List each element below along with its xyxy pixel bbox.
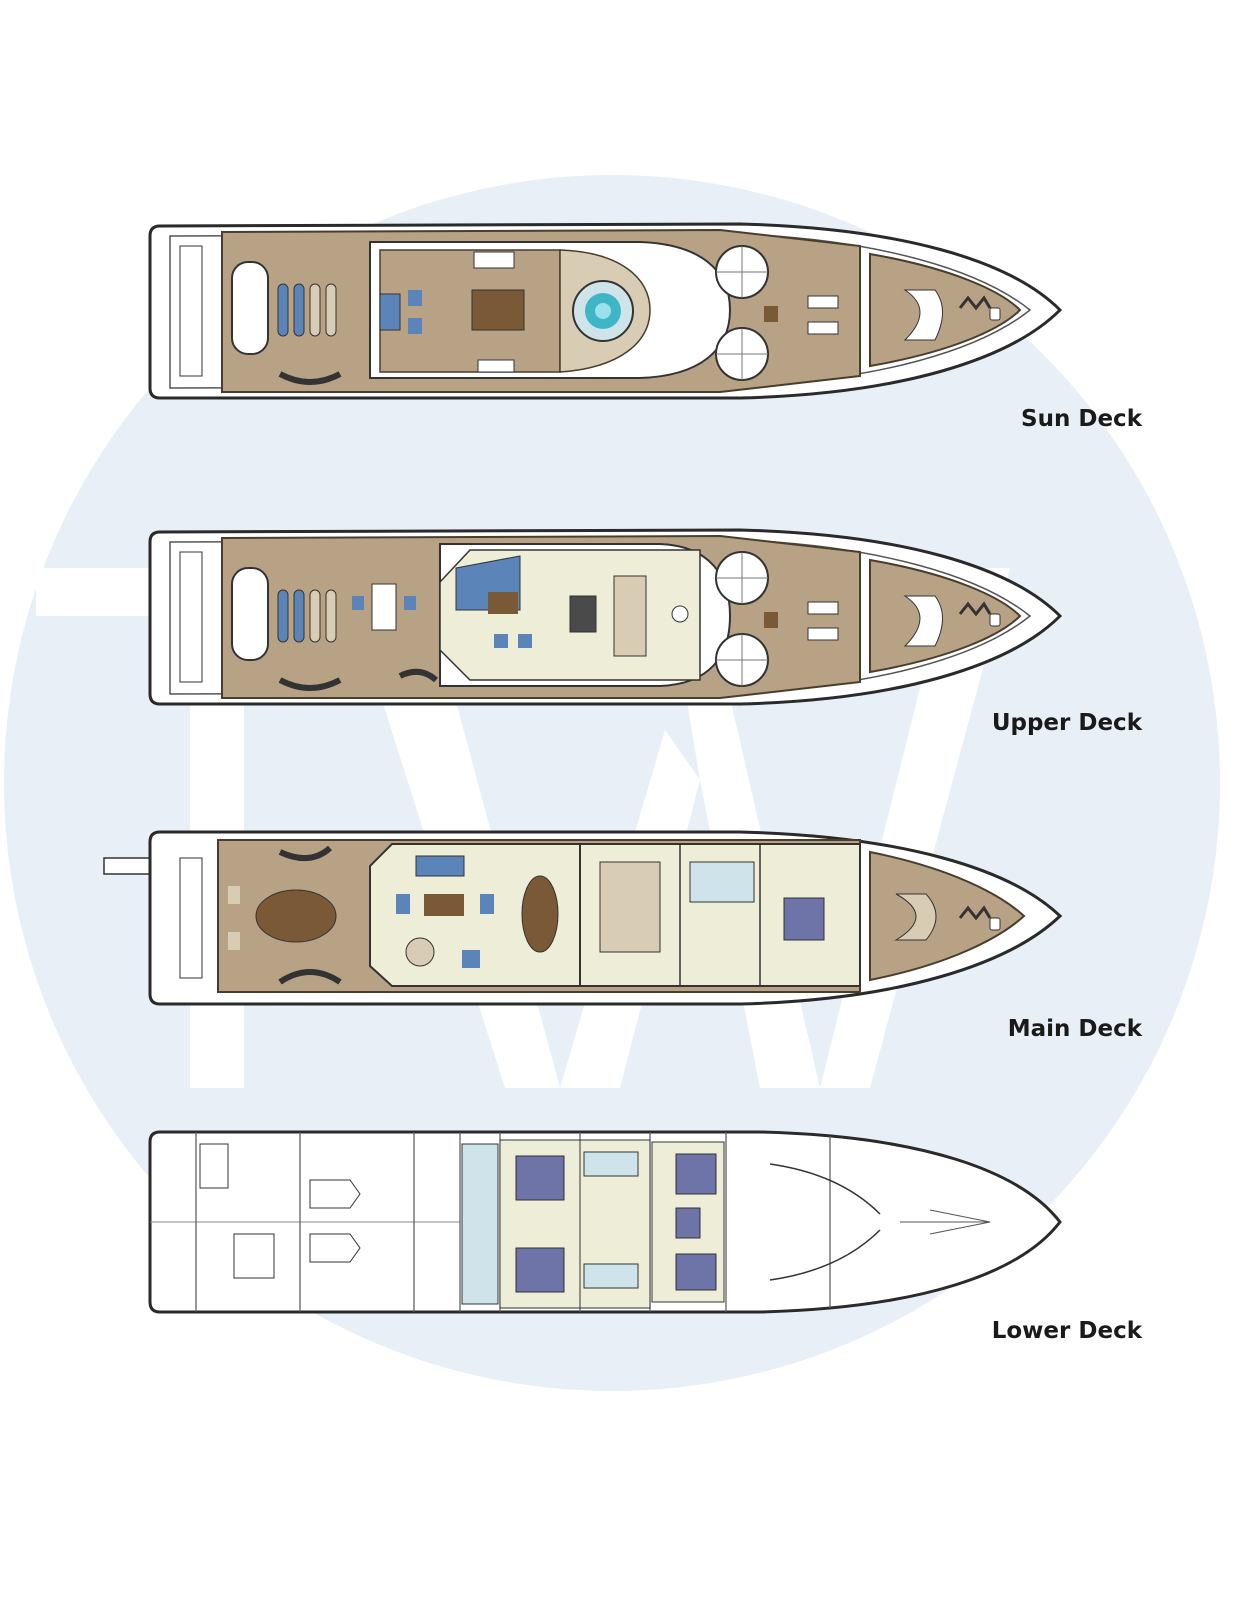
sun-deck-label: Sun Deck bbox=[1021, 406, 1142, 432]
main-deck-label: Main Deck bbox=[1007, 1016, 1142, 1042]
lower-deck-hull bbox=[148, 1130, 1062, 1314]
upper-deck-plan: Upper Deck bbox=[0, 516, 1250, 756]
sun-deck-hull bbox=[148, 222, 1063, 400]
lower-deck-label: Lower Deck bbox=[991, 1318, 1142, 1344]
upper-deck-hull bbox=[148, 528, 1063, 706]
lower-deck-plan: Lower Deck bbox=[0, 1124, 1250, 1364]
sun-deck-plan: Sun Deck bbox=[0, 210, 1250, 450]
main-deck-plan: Main Deck bbox=[0, 822, 1250, 1062]
main-deck-hull bbox=[103, 830, 1063, 1006]
upper-deck-label: Upper Deck bbox=[991, 710, 1142, 736]
